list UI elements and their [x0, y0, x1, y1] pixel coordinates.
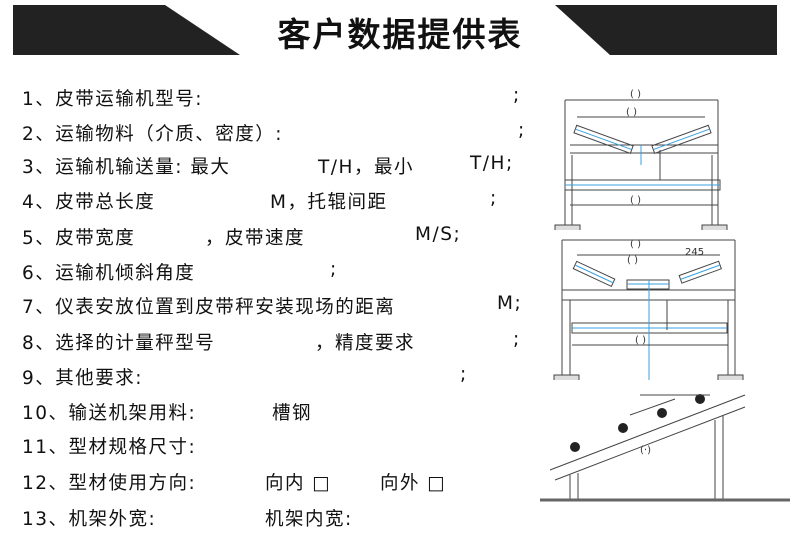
svg-text:(·): (·): [640, 445, 651, 456]
row-3-part-2: T/H;: [470, 153, 514, 174]
row-12-label: 12、型材使用方向:: [22, 473, 197, 494]
svg-text:( ): ( ): [630, 89, 641, 100]
row-1-end: ;: [513, 85, 521, 106]
row-6-end: ;: [330, 259, 338, 280]
svg-text:( ): ( ): [626, 107, 637, 118]
row-2-label: 2、运输物料（介质、密度）:: [22, 124, 284, 145]
row-7-label: 7、仪表安放位置到皮带秤安装现场的距离: [22, 297, 396, 318]
row-8-part-1: ，精度要求: [315, 333, 416, 354]
idler-frame-diagram-2: ( ) ( ) 245 ( ): [553, 239, 744, 380]
row-10-label: 10、输送机架用料:: [22, 403, 197, 424]
row-5-part-1: ，皮带速度: [205, 228, 306, 249]
row-9-label: 9、其他要求:: [22, 368, 144, 389]
row-7-end: M;: [497, 293, 523, 314]
row-1-label: 1、皮带运输机型号:: [22, 89, 204, 110]
row-13-part-1: 机架内宽:: [265, 509, 353, 530]
row-6-label: 6、运输机倾斜角度: [22, 263, 196, 284]
row-4-part-2: ;: [490, 188, 498, 209]
inclined-conveyor-diagram: (·): [540, 394, 790, 502]
row-10-value: 槽钢: [272, 403, 313, 424]
page-title: 客户数据提供表: [277, 15, 523, 54]
row-5-label: 5、皮带宽度: [22, 228, 136, 249]
row-3-part-1: T/H，最小: [318, 157, 414, 178]
direction-outward-checkbox[interactable]: 向外 □: [380, 473, 447, 494]
idler-frame-diagram-1: ( ) ( ) ( ): [554, 89, 728, 230]
row-8-part-2: ;: [513, 329, 521, 350]
title-banner: [13, 5, 777, 55]
row-8-label: 8、选择的计量秤型号: [22, 333, 216, 354]
svg-text:( ): ( ): [635, 335, 646, 346]
row-4-part-1: M，托辊间距: [270, 192, 388, 213]
direction-inward-checkbox[interactable]: 向内 □: [265, 473, 332, 494]
row-2-end: ;: [518, 120, 526, 141]
row-3-label: 3、运输机输送量: 最大: [22, 157, 231, 178]
dimension-label: 245: [685, 247, 704, 258]
row-4-label: 4、皮带总长度: [22, 192, 156, 213]
svg-text:( ): ( ): [630, 239, 641, 250]
svg-text:( ): ( ): [630, 195, 641, 206]
svg-text:( ): ( ): [627, 255, 638, 266]
row-9-end: ;: [460, 364, 468, 385]
row-13-label: 13、机架外宽:: [22, 509, 157, 530]
row-11-label: 11、型材规格尺寸:: [22, 437, 197, 458]
row-5-part-2: M/S;: [415, 224, 462, 245]
